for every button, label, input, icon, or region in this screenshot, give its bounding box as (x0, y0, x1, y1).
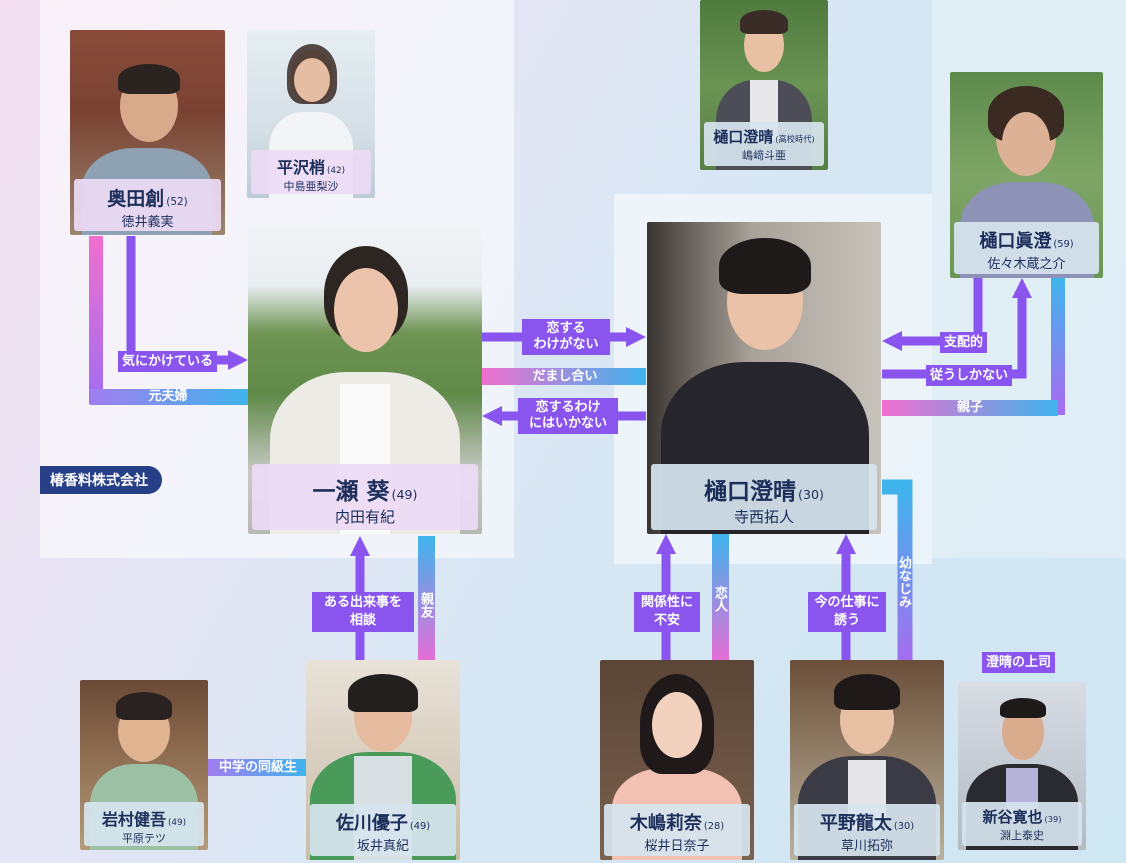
plate-hirasawa: 平沢梢(42) 中島亜梨沙 (251, 150, 371, 194)
label-dekigoto-line1: ある出来事を (323, 595, 402, 610)
actor-sagawa: 坂井真紀 (356, 839, 409, 854)
label-koisuru-line2: わけがない (533, 337, 599, 352)
age-hirasawa: (42) (326, 166, 346, 176)
label-motofuufu: 元夫婦 (148, 389, 188, 404)
name-kijima: 木嶋莉奈 (629, 813, 702, 834)
name-iwamura: 岩村健吾 (101, 810, 166, 829)
plate-kijima: 木嶋莉奈(28) 桜井日奈子 (604, 804, 750, 856)
plate-shintani: 新谷寛也(39) 淵上泰史 (962, 802, 1082, 846)
name-hirano: 平野龍太 (819, 813, 892, 834)
actor-sumiharu-young: 嶋﨑斗亜 (742, 149, 786, 162)
card-sumiharu: 樋口澄晴(30) 寺西拓人 (647, 222, 881, 534)
name-hirasawa: 平沢梢 (276, 158, 325, 177)
actor-kijima: 桜井日奈子 (644, 839, 710, 854)
label-shitagaushikanai: 従うしかない (926, 365, 1013, 386)
label-shihaiteki: 支配的 (940, 332, 988, 353)
card-iwamura: 岩村健吾(49) 平原テツ (80, 680, 208, 850)
actor-okuda: 徳井義実 (121, 215, 174, 230)
label-kinikaketeiru: 気にかけている (118, 351, 218, 372)
label-shigoto-line1: 今の仕事に (814, 595, 880, 610)
age-sumiharu: (30) (798, 487, 824, 502)
actor-shintani: 淵上泰史 (1000, 829, 1044, 842)
age-ichinose: (49) (391, 487, 418, 502)
label-shigoto: 今の仕事に 誘う (808, 592, 886, 632)
name-shintani: 新谷寛也 (982, 808, 1043, 826)
label-kankei-line1: 関係性に (640, 595, 693, 610)
name-sagawa: 佐川優子 (335, 813, 408, 834)
actor-hirano: 草川拓弥 (840, 839, 893, 854)
label-koisuru-wakeganai: 恋する わけがない (522, 319, 610, 355)
age-shintani: (39) (1044, 814, 1062, 824)
label-shinyu: 親友 (418, 592, 433, 618)
name-okuda: 奥田創 (107, 188, 165, 210)
plate-iwamura: 岩村健吾(49) 平原テツ (84, 802, 204, 846)
card-sagawa: 佐川優子(49) 坂井真紀 (306, 660, 460, 860)
plate-hirano: 平野龍太(30) 草川拓弥 (794, 804, 940, 856)
label-jyoushi: 澄晴の上司 (982, 652, 1056, 673)
card-masumi: 樋口眞澄(59) 佐々木蔵之介 (950, 72, 1103, 278)
plate-sumiharu: 樋口澄晴(30) 寺西拓人 (651, 464, 877, 530)
label-damashiai: だまし合い (532, 369, 598, 384)
card-shintani: 新谷寛也(39) 淵上泰史 (958, 682, 1086, 850)
card-okuda: 奥田創(52) 徳井義実 (70, 30, 225, 235)
plate-masumi: 樋口眞澄(59) 佐々木蔵之介 (954, 222, 1099, 274)
age-hirano: (30) (893, 821, 915, 832)
name-sumiharu: 樋口澄晴 (704, 479, 797, 505)
label-shigoto-line2: 誘う (833, 613, 860, 628)
plate-sagawa: 佐川優子(49) 坂井真紀 (310, 804, 456, 856)
card-hirano: 平野龍太(30) 草川拓弥 (790, 660, 944, 860)
age-sumiharu-young: (高校時代) (775, 134, 815, 144)
actor-sumiharu: 寺西拓人 (733, 508, 794, 526)
card-hirasawa: 平沢梢(42) 中島亜梨沙 (247, 30, 375, 198)
label-koisuru-line1: 恋する (546, 321, 586, 336)
age-sagawa: (49) (409, 821, 431, 832)
age-kijima: (28) (703, 821, 725, 832)
label-koisuruwake-ikanai: 恋するわけ にはいかない (518, 398, 618, 434)
label-koibito: 恋人 (712, 586, 727, 612)
plate-ichinose: 一瀬 葵(49) 内田有紀 (252, 464, 478, 530)
label-dekigoto: ある出来事を 相談 (312, 592, 414, 632)
label-oyako: 親子 (956, 400, 983, 415)
actor-ichinose: 内田有紀 (334, 508, 395, 526)
age-masumi: (59) (1053, 239, 1074, 250)
plate-sumiharu-young: 樋口澄晴(高校時代) 嶋﨑斗亜 (704, 122, 824, 166)
name-ichinose: 一瀬 葵 (312, 479, 390, 505)
age-iwamura: (49) (167, 818, 187, 828)
actor-hirasawa: 中島亜梨沙 (283, 180, 339, 193)
label-dekigoto-line2: 相談 (349, 613, 376, 628)
label-kankei: 関係性に 不安 (634, 592, 700, 632)
card-ichinose: 一瀬 葵(49) 内田有紀 (248, 224, 482, 534)
company-label: 椿香料株式会社 (40, 466, 162, 494)
card-sumiharu-young: 樋口澄晴(高校時代) 嶋﨑斗亜 (700, 0, 828, 170)
plate-okuda: 奥田創(52) 徳井義実 (74, 179, 221, 231)
label-kankei-line2: 不安 (653, 613, 680, 628)
label-osananajimi: 幼なじみ (896, 556, 911, 608)
actor-masumi: 佐々木蔵之介 (987, 257, 1066, 272)
label-koisuruwake-line1: 恋するわけ (535, 400, 601, 415)
name-sumiharu-young: 樋口澄晴 (713, 128, 774, 146)
actor-iwamura: 平原テツ (122, 832, 166, 845)
label-doukyuusei: 中学の同級生 (218, 760, 297, 775)
age-okuda: (52) (166, 196, 188, 208)
label-koisuruwake-line2: にはいかない (528, 416, 607, 431)
card-kijima: 木嶋莉奈(28) 桜井日奈子 (600, 660, 754, 860)
name-masumi: 樋口眞澄 (979, 231, 1052, 252)
